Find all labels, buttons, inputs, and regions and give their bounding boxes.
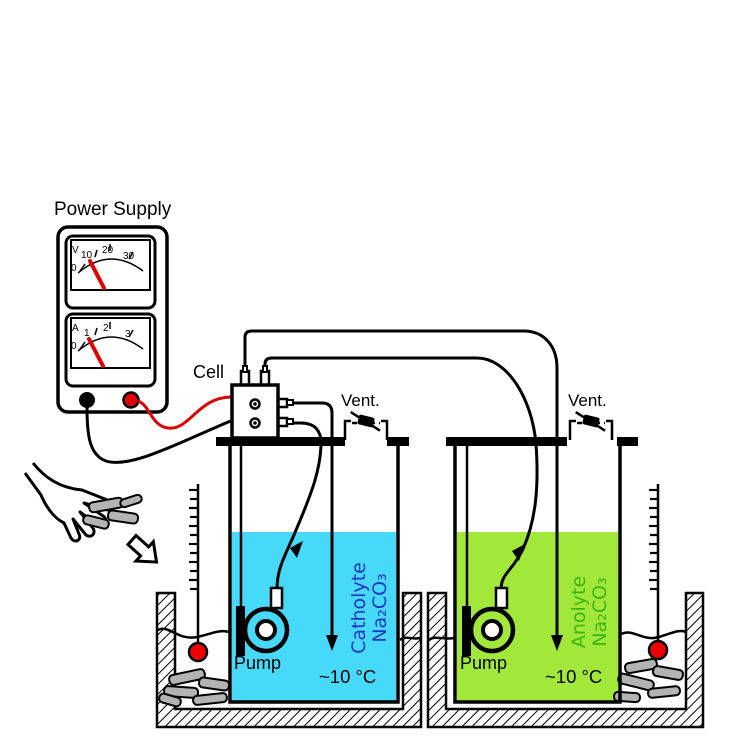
ammeter-tick-0: 0 <box>71 341 77 352</box>
left-vent-label: Vent. <box>341 391 380 410</box>
catholyte-name-label: Catholyte <box>348 562 370 654</box>
tube-left-pump-to-cell <box>275 421 323 590</box>
ammeter-tick-2: 2 <box>103 323 109 334</box>
catholyte-liquid <box>232 532 396 702</box>
left-vent-icon <box>343 410 389 440</box>
right-thermometer-bulb <box>647 639 669 661</box>
right-thermometer <box>647 484 669 661</box>
right-bath-ice <box>612 657 685 704</box>
voltmeter-unit: V <box>72 245 79 256</box>
ammeter-ticks <box>79 322 134 350</box>
left-pump-outlet <box>269 586 284 610</box>
negative-terminal <box>79 392 95 408</box>
voltmeter-ticks <box>79 244 134 272</box>
electrolysis-cell <box>230 365 294 440</box>
voltmeter-tick-30: 30 <box>123 251 135 262</box>
voltmeter-tick-0: 0 <box>71 263 77 274</box>
left-ice-bath <box>155 591 423 729</box>
ammeter-needle <box>87 337 105 368</box>
catholyte-formula-label: Na₂CO₃ <box>369 573 391 642</box>
right-return-arrowhead <box>551 635 563 651</box>
red-wire <box>137 395 234 430</box>
left-pump-mount <box>236 606 245 656</box>
left-flow-arrowhead <box>290 541 303 558</box>
left-vessel <box>228 446 400 704</box>
anolyte-formula-label: Na₂CO₃ <box>589 577 611 646</box>
left-thermometer <box>187 484 209 663</box>
left-thermometer-scale <box>189 488 197 591</box>
ammeter-unit: A <box>72 323 79 334</box>
left-thermometer-bulb <box>187 641 209 663</box>
left-lid <box>216 437 409 446</box>
right-pump-label: Pump <box>460 653 508 673</box>
left-pump-label: Pump <box>234 653 282 673</box>
right-pump-outlet <box>494 586 509 610</box>
anolyte-name-label: Anolyte <box>568 576 590 648</box>
left-return-arrowhead <box>326 635 338 651</box>
right-vessel <box>453 446 622 704</box>
right-pump-mount <box>462 606 471 656</box>
voltmeter-tick-20: 20 <box>102 245 114 256</box>
power-supply-label: Power Supply <box>54 199 172 220</box>
right-pump <box>462 446 516 656</box>
tube-cell-to-left-return <box>290 401 334 644</box>
cell-label: Cell <box>193 362 225 382</box>
right-ice-bath <box>426 591 705 729</box>
anolyte-liquid <box>457 532 618 702</box>
right-thermometer-scale <box>649 488 657 591</box>
cell-bolts <box>249 398 261 429</box>
left-pump <box>236 446 290 656</box>
right-flow-arrowhead <box>512 544 525 561</box>
voltmeter: V 0 10 20 30 <box>64 234 157 310</box>
right-lid <box>446 437 638 446</box>
ammeter-tick-1: 1 <box>84 328 90 339</box>
right-vent-icon <box>568 410 614 440</box>
ammeter-tick-3: 3 <box>125 329 131 340</box>
power-supply: V 0 10 20 30 A 0 1 2 3 <box>56 225 169 414</box>
left-temperature-label: ~10 °C <box>319 666 377 687</box>
cell-body <box>230 383 280 440</box>
tube-cell-to-right-return <box>243 329 559 644</box>
right-vent-label: Vent. <box>568 391 607 410</box>
positive-terminal <box>122 391 140 409</box>
black-wire <box>85 406 234 464</box>
voltmeter-tick-10: 10 <box>81 250 93 261</box>
voltmeter-needle <box>88 259 106 290</box>
drop-arrow <box>125 533 159 564</box>
right-temperature-label: ~10 °C <box>545 666 603 687</box>
ammeter: A 0 1 2 3 <box>64 312 157 388</box>
hand-ice-chunks <box>82 493 143 530</box>
